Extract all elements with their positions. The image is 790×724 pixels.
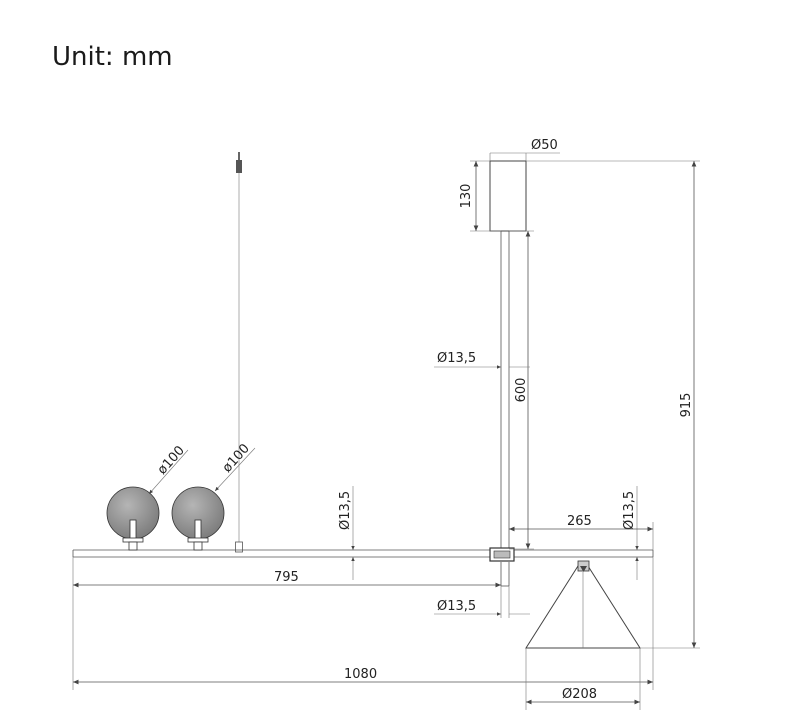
dim-canopy-height: 130	[459, 160, 501, 232]
vertical-rod	[500, 231, 510, 587]
dim-left-arm-length: 795	[72, 557, 501, 690]
cone-shade	[525, 560, 641, 649]
dim-globe-diameter-2: ø100	[214, 441, 256, 492]
connector-block	[489, 547, 515, 562]
dim-globe-diameter-1: ø100	[148, 443, 189, 495]
dim-bar-thickness-right: Ø13,5	[622, 486, 639, 580]
label-right-arm-length: 265	[567, 514, 592, 529]
dim-rod-length: 600	[509, 230, 534, 550]
dim-rod-diameter-top: Ø13,5	[434, 351, 530, 369]
dim-cone-diameter: Ø208	[525, 648, 641, 710]
label-bar-thickness-right: Ø13,5	[622, 491, 637, 530]
label-canopy-diameter: Ø50	[531, 138, 558, 153]
label-total-height: 915	[679, 393, 694, 418]
globe-lamp-1	[106, 486, 160, 551]
label-globe-diameter-1: ø100	[155, 443, 188, 477]
label-globe-diameter-2: ø100	[220, 441, 253, 475]
dim-right-arm-length: 265	[509, 514, 654, 550]
globe-lamp-2	[171, 486, 225, 551]
label-cone-diameter: Ø208	[562, 687, 597, 702]
label-canopy-height: 130	[459, 184, 474, 209]
label-bar-thickness-left: Ø13,5	[338, 491, 353, 530]
dim-bar-total-length: 1080	[73, 557, 654, 690]
dim-bar-thickness-left: Ø13,5	[338, 486, 355, 580]
label-left-arm-length: 795	[274, 570, 299, 585]
dim-canopy-diameter: Ø50	[489, 138, 560, 161]
label-rod-length: 600	[514, 378, 529, 403]
unit-title: Unit: mm	[52, 42, 173, 72]
canopy	[489, 160, 527, 232]
label-rod-diameter-top: Ø13,5	[437, 351, 476, 366]
dim-rod-diameter-bottom: Ø13,5	[434, 586, 530, 618]
dim-total-height: 915	[526, 160, 700, 649]
label-bar-total-length: 1080	[344, 667, 377, 682]
horizontal-bar	[72, 549, 654, 558]
label-rod-diameter-bottom: Ø13,5	[437, 599, 476, 614]
suspension-cable	[235, 152, 243, 553]
